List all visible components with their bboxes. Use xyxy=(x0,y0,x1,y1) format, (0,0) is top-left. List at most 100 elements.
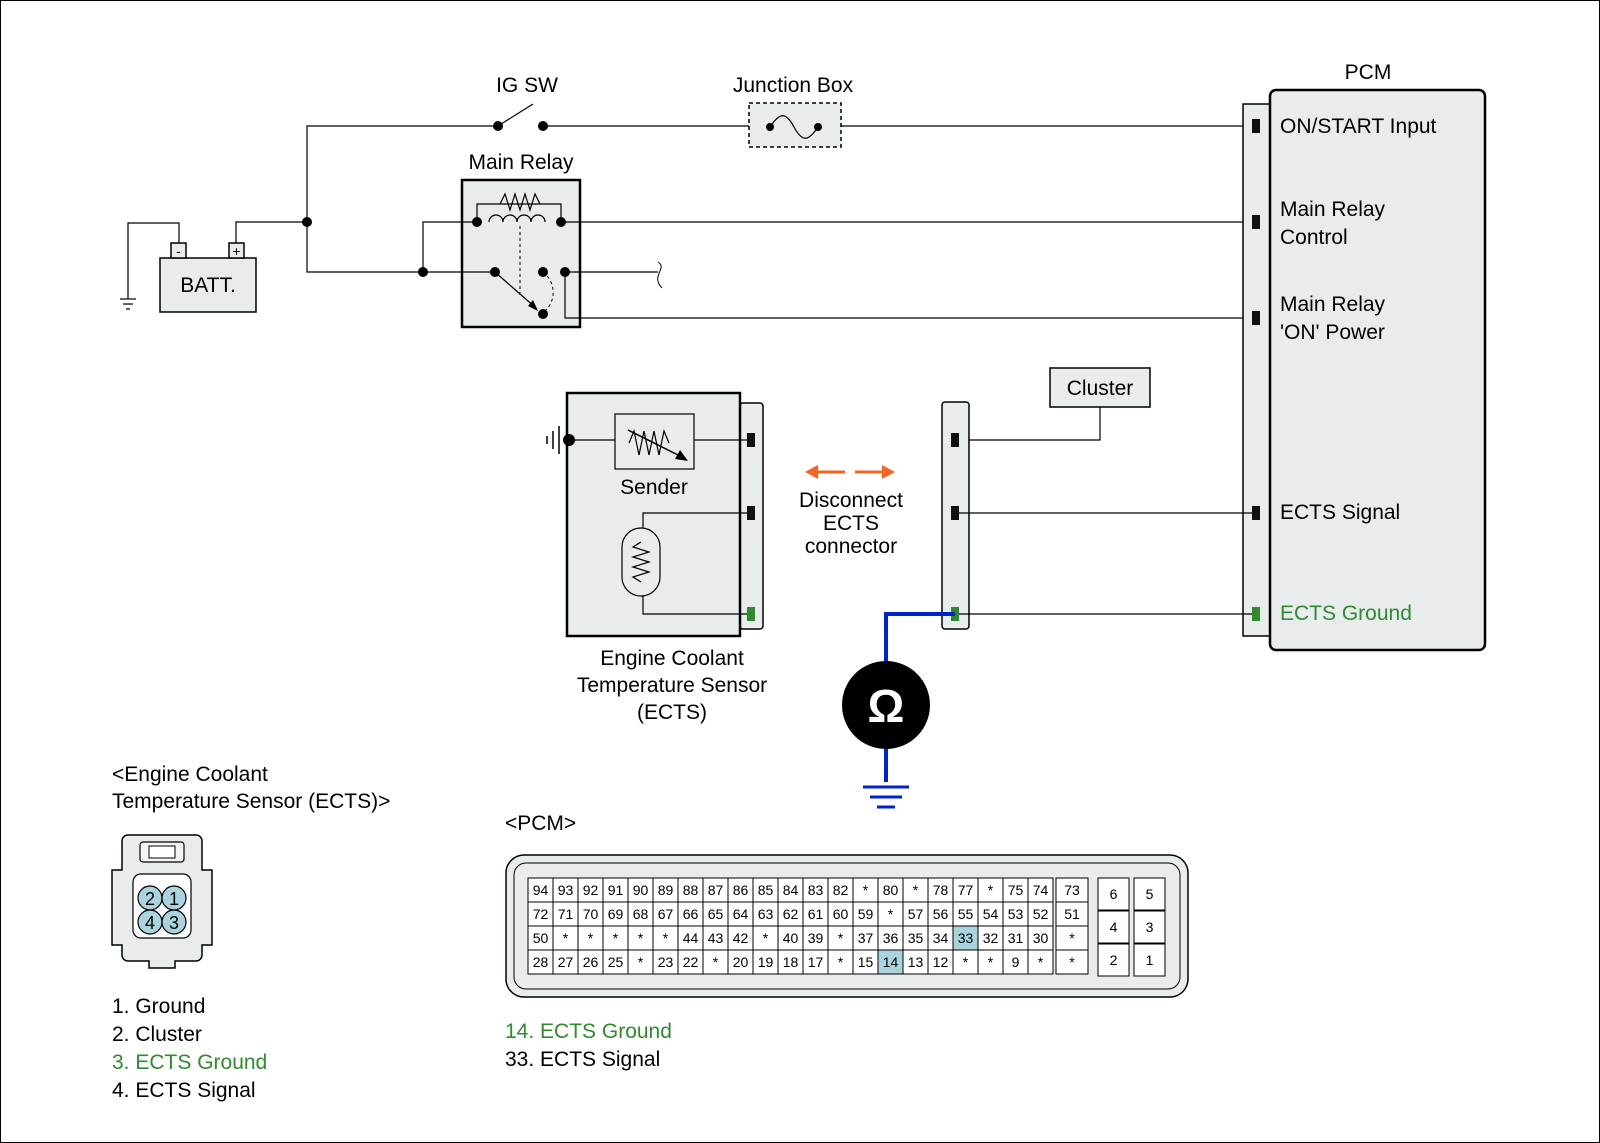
cluster-label: Cluster xyxy=(1067,377,1134,400)
pcm-pin-label: 43 xyxy=(708,930,724,946)
thermistor-top-wire xyxy=(642,512,747,528)
pcm-pin-cell xyxy=(1133,943,1166,977)
pcm-pin-label: 18 xyxy=(783,954,799,970)
pcm-pin-cell xyxy=(827,877,854,903)
ects-pin-3 xyxy=(747,607,755,621)
pcm-legend-item: 33. ECTS Signal xyxy=(505,1048,660,1071)
pcm-pin-cell xyxy=(527,925,554,951)
pcm-pin-label: 33 xyxy=(958,930,974,946)
pcm-pin-label: * xyxy=(988,954,994,970)
ohmmeter-probe-wire xyxy=(884,612,955,675)
main-relay-label: Main Relay xyxy=(468,151,574,174)
cluster-wire xyxy=(958,407,1101,441)
pcm-pin-label: Control xyxy=(1280,226,1348,249)
pcm-pin-label: 36 xyxy=(883,930,899,946)
pcm-pin-label: 83 xyxy=(808,882,824,898)
pcm-pin-label: 9 xyxy=(1012,954,1020,970)
pcm-pin-label: * xyxy=(563,930,569,946)
thermistor-resistor-icon xyxy=(630,541,652,583)
pcm-pin-cell xyxy=(1055,901,1089,927)
pcm-pin-label: ECTS Ground xyxy=(1280,602,1412,625)
pcm-pin-label: 13 xyxy=(908,954,924,970)
pcm-pin-cell xyxy=(702,877,729,903)
pcm-pin-label: 65 xyxy=(708,906,724,922)
pcm-pin-label: 'ON' Power xyxy=(1280,321,1385,344)
pcm-pin-cell xyxy=(652,949,679,975)
ects-connector-view: <Engine Coolant Temperature Sensor (ECTS… xyxy=(111,763,390,1102)
pcm-pin-cell xyxy=(727,949,754,975)
pcm-pin-label: * xyxy=(713,954,719,970)
ects-connector-title: <Engine Coolant xyxy=(112,763,268,786)
pcm-pin-cell xyxy=(602,949,629,975)
main-relay-on-power-wire xyxy=(564,272,1255,319)
pcm-pin-label: 51 xyxy=(1064,906,1080,922)
pcm-pin-label: * xyxy=(663,930,669,946)
disconnect-label-line: Disconnect xyxy=(799,489,903,512)
sender-ground-node xyxy=(563,434,575,446)
main-relay xyxy=(460,178,582,329)
pcm-pin-cell xyxy=(977,877,1004,903)
pcm-pin-label: 17 xyxy=(808,954,824,970)
pcm-pin-cell xyxy=(552,901,579,927)
pcm-pin-label: * xyxy=(1069,930,1075,946)
pcm-pin-label: 89 xyxy=(658,882,674,898)
pcm-pin-label: 74 xyxy=(1033,882,1049,898)
pcm-pin-label: 87 xyxy=(708,882,724,898)
pcm-pin-label: 84 xyxy=(783,882,799,898)
ects-connector-pin-label: 1 xyxy=(169,889,179,909)
pcm-pin-label: 57 xyxy=(908,906,924,922)
pcm-pin-relay-control xyxy=(1252,215,1260,229)
pcm-pin-label: * xyxy=(913,882,919,898)
pcm-pin-cell xyxy=(752,877,779,903)
pcm-pin-label: 42 xyxy=(733,930,749,946)
battery-positive-wire xyxy=(235,221,307,243)
pcm-pin-label: * xyxy=(838,954,844,970)
pcm-pin-label: 1 xyxy=(1146,952,1154,968)
pcm-pin-cell xyxy=(652,877,679,903)
pcm-pin-label: 70 xyxy=(583,906,599,922)
pcm-pin-cell xyxy=(1133,910,1166,944)
pcm-pin-cell xyxy=(1097,877,1130,911)
pcm-pin-cell xyxy=(627,925,654,951)
pcm-pin-label: 60 xyxy=(833,906,849,922)
pcm-pin-label: 27 xyxy=(558,954,574,970)
ects-legend-item: 3. ECTS Ground xyxy=(112,1051,267,1074)
ects-title-line: Engine Coolant xyxy=(600,647,744,670)
pcm-connector-strip xyxy=(1242,103,1274,637)
fuse-icon xyxy=(769,115,819,139)
pcm-pin-label: 35 xyxy=(908,930,924,946)
ig-switch-label: IG SW xyxy=(496,74,558,97)
disconnect-label-line: connector xyxy=(805,535,897,558)
relay-feed-wire xyxy=(306,222,423,273)
pcm-pin-label: 12 xyxy=(933,954,949,970)
pcm-pin-cell xyxy=(1002,949,1029,975)
pcm-pin-label: 34 xyxy=(933,930,949,946)
pcm-pin-label: 59 xyxy=(858,906,874,922)
pcm-pin-cell xyxy=(977,949,1004,975)
pcm-body xyxy=(1268,88,1487,652)
pcm-pin-cell xyxy=(852,901,879,927)
pcm-pin-cell xyxy=(1027,877,1054,903)
pcm-pin-label: 63 xyxy=(758,906,774,922)
battery-negative-label: - xyxy=(176,243,181,259)
pcm-pin-label: * xyxy=(613,930,619,946)
pcm-pin-label: 28 xyxy=(533,954,549,970)
pcm-pin-label: * xyxy=(638,930,644,946)
pcm-pin-cell xyxy=(877,877,904,903)
battery-label: BATT. xyxy=(180,274,236,297)
pcm-pin-cell xyxy=(727,877,754,903)
pcm-pin-cell xyxy=(952,877,979,903)
pcm-connector-inner xyxy=(513,862,1181,990)
ects-connector-pin-label: 4 xyxy=(145,913,155,933)
pcm-connector-title: <PCM> xyxy=(505,812,576,835)
pcm-legend-item: 14. ECTS Ground xyxy=(505,1020,672,1043)
pcm-pin-cell xyxy=(877,901,904,927)
pcm-module: PCM ON/START Input Main Relay Control Ma… xyxy=(1242,61,1487,652)
pcm-pin-label: * xyxy=(1038,954,1044,970)
battery-ground-icon xyxy=(120,298,136,310)
pcm-pin-label: 73 xyxy=(1064,882,1080,898)
ohmmeter-symbol: Ω xyxy=(868,680,905,732)
pcm-pin-cell xyxy=(1027,901,1054,927)
